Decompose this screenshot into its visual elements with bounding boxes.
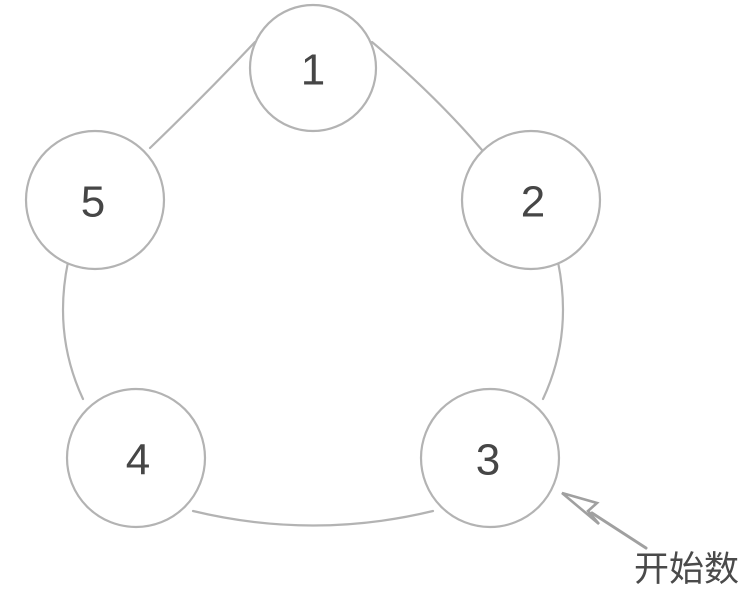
arc-5-to-1 [148, 40, 257, 150]
node-circle-1[interactable] [248, 3, 378, 133]
node-circle-4[interactable] [65, 387, 207, 529]
arc-2-to-3 [541, 260, 565, 401]
arrow-head-icon [561, 491, 600, 525]
annotation-label-start-count: 开始数 [634, 550, 740, 589]
node-circle-2[interactable] [460, 129, 602, 271]
arc-4-to-5 [61, 260, 85, 401]
node-group-4[interactable]: 4 [65, 387, 207, 529]
node-label-5: 5 [81, 178, 105, 227]
node-label-1: 1 [301, 46, 325, 95]
annotation-arrow [561, 491, 648, 550]
node-circle-5[interactable] [24, 129, 166, 271]
node-group-5[interactable]: 5 [24, 129, 166, 271]
arc-1-to-2 [370, 40, 484, 152]
node-group-3[interactable]: 3 [419, 387, 561, 529]
connection-arcs [61, 40, 565, 527]
node-label-2: 2 [521, 178, 545, 227]
arrow-shaft-line [590, 511, 648, 550]
arc-3-to-4 [191, 509, 435, 527]
node-group-1[interactable]: 1 [248, 3, 378, 133]
node-group-2[interactable]: 2 [460, 129, 602, 271]
node-circle-3[interactable] [419, 387, 561, 529]
node-label-3: 3 [476, 436, 500, 485]
node-label-4: 4 [126, 436, 150, 485]
